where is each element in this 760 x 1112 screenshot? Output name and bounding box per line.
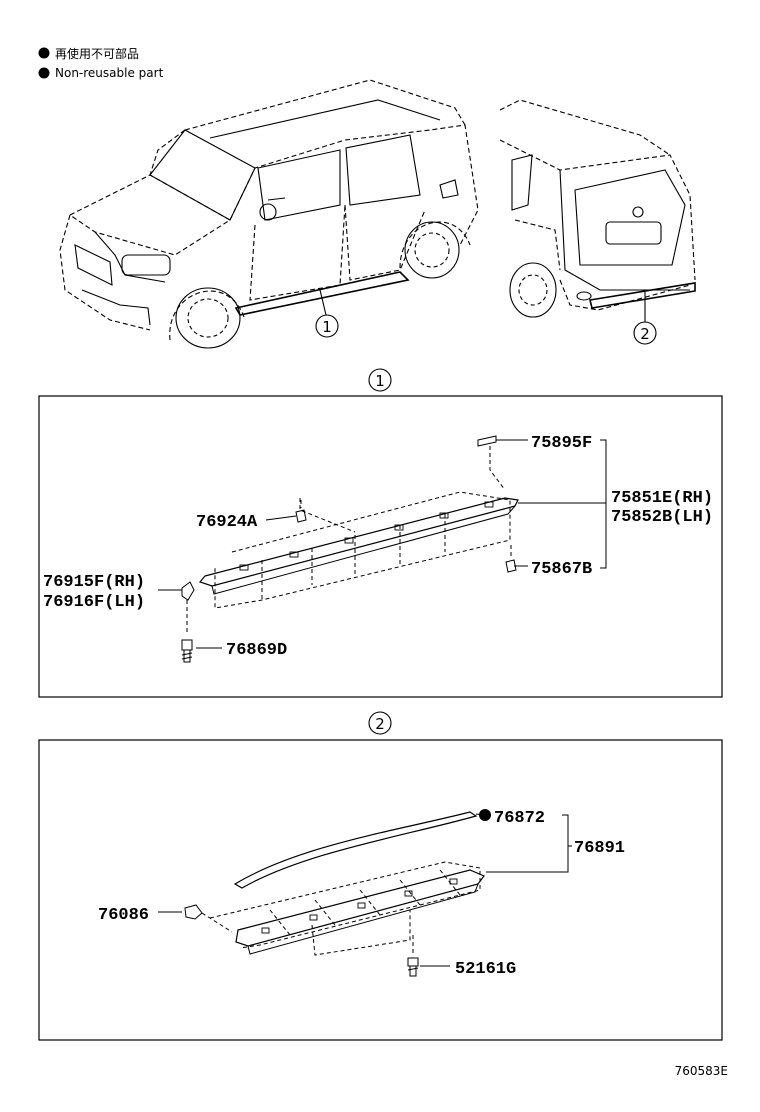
part-76872: 76872 [494, 809, 545, 828]
part-52161G: 52161G [455, 960, 516, 979]
vehicle-rear-view [499, 99, 696, 345]
part-75895F: 75895F [531, 434, 592, 453]
section-1-labels: 75895F 75851E(RH) 75852B(LH) 76924A 7586… [43, 434, 713, 660]
part-76915F-rh: 76915F(RH) [43, 573, 145, 592]
rear-moulding-drawing [184, 811, 491, 977]
part-75851E-rh: 75851E(RH) [611, 489, 713, 508]
part-75852B-lh: 75852B(LH) [611, 508, 713, 527]
part-75867B: 75867B [531, 560, 592, 579]
part-76916F-lh: 76916F(LH) [43, 593, 145, 612]
legend-en: Non-reusable part [55, 66, 164, 80]
callout-1-number: 1 [322, 318, 332, 336]
section-1-leaders [158, 439, 607, 649]
section-2-leaders [158, 814, 572, 967]
section-2-labels: 76872 76891 76086 52161G [98, 809, 625, 979]
section-2-marker [368, 711, 392, 735]
callout-2-number: 2 [640, 325, 650, 343]
non-reusable-bullet-icon [38, 47, 50, 59]
section-1-number: 1 [375, 372, 385, 390]
non-reusable-76872-icon [479, 809, 491, 821]
part-76924A: 76924A [196, 513, 258, 532]
non-reusable-bullet-icon [38, 67, 50, 79]
callout-1-marker [315, 314, 339, 338]
section-2-frame [38, 739, 723, 1041]
callout-2-marker [633, 321, 657, 345]
section-1-marker [368, 368, 392, 392]
part-76869D: 76869D [226, 641, 287, 660]
legend-jp: 再使用不可部品 [55, 46, 139, 61]
vehicle-front-view [59, 79, 479, 349]
part-76086: 76086 [98, 906, 149, 925]
legend: 再使用不可部品 Non-reusable part [38, 46, 164, 80]
section-1-frame [38, 395, 723, 698]
part-76891: 76891 [574, 839, 625, 858]
diagram-code: 760583E [675, 1064, 728, 1078]
rocker-moulding-drawing [181, 435, 519, 663]
section-2-number: 2 [375, 715, 385, 733]
